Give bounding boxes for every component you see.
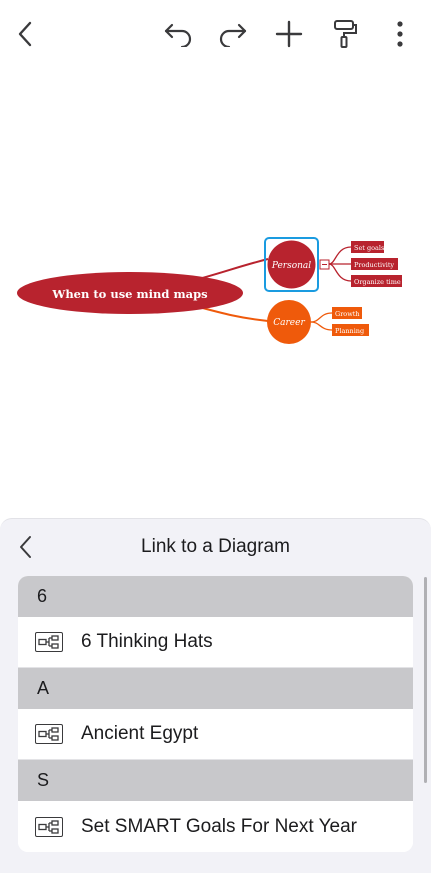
selection-frame <box>264 237 319 292</box>
undo-icon <box>164 23 192 47</box>
chevron-left-icon <box>18 21 32 47</box>
central-topic[interactable] <box>17 272 243 314</box>
sheet-header: Link to a Diagram <box>0 519 431 575</box>
list-item-set-smart-goals[interactable]: Set SMART Goals For Next Year <box>18 801 413 852</box>
paint-roller-icon <box>334 20 357 48</box>
mindmap-diagram-icon <box>35 632 63 652</box>
connector-set-goals <box>328 246 352 265</box>
section-header-a: A <box>18 668 413 709</box>
more-button[interactable] <box>380 14 420 54</box>
subtopic-planning-label: Planning <box>335 327 364 335</box>
list-item-6-thinking-hats[interactable]: 6 Thinking Hats <box>18 617 413 668</box>
subtopic-growth[interactable] <box>332 307 362 319</box>
branch-personal-label: Personal <box>271 261 311 271</box>
mindmap-diagram-icon <box>35 816 63 837</box>
subtopic-productivity[interactable] <box>351 258 398 270</box>
branch-career-label: Career <box>273 318 305 328</box>
sheet-back-button[interactable] <box>10 531 42 563</box>
connector-organize-time <box>328 263 352 282</box>
connector-growth <box>310 312 333 323</box>
add-button[interactable] <box>269 14 309 54</box>
more-vertical-icon <box>397 21 403 47</box>
section-header-6: 6 <box>18 576 413 617</box>
chevron-left-icon <box>20 536 31 558</box>
subtopic-set-goals-label: Set goals <box>354 244 384 252</box>
undo-button[interactable] <box>158 14 198 54</box>
scrollbar[interactable] <box>424 577 427 783</box>
list-item-label: 6 Thinking Hats <box>81 631 213 652</box>
link-diagram-sheet: Link to a Diagram 6 6 Thinking Hats A An… <box>0 518 431 873</box>
list-item-label: Ancient Egypt <box>81 723 199 744</box>
central-topic-label: When to use mind maps <box>51 287 207 301</box>
subtopic-organize-time-label: Organize time <box>354 278 401 286</box>
redo-icon <box>219 23 247 47</box>
redo-button[interactable] <box>213 14 253 54</box>
subtopic-organize-time[interactable] <box>351 275 402 287</box>
branch-career[interactable] <box>267 300 311 344</box>
list-item-ancient-egypt[interactable]: Ancient Egypt <box>18 709 413 760</box>
mindmap-diagram-icon <box>35 724 63 744</box>
format-painter-button[interactable] <box>325 14 365 54</box>
mindmap-diagram: When to use mind maps Personal Set goals… <box>17 237 402 344</box>
back-button[interactable] <box>6 14 46 54</box>
branch-personal[interactable] <box>267 240 316 289</box>
connector-planning <box>310 321 333 331</box>
top-toolbar <box>0 0 431 70</box>
section-header-s: S <box>18 760 413 801</box>
subtopic-productivity-label: Productivity <box>354 261 394 269</box>
plus-icon <box>275 20 303 48</box>
mindmap-canvas[interactable]: When to use mind maps Personal Set goals… <box>0 70 431 518</box>
subtopic-growth-label: Growth <box>335 310 360 318</box>
sheet-title: Link to a Diagram <box>141 536 290 557</box>
subtopic-set-goals[interactable] <box>351 241 384 253</box>
list-item-label: Set SMART Goals For Next Year <box>81 815 357 837</box>
diagram-list: 6 6 Thinking Hats A Ancient Egypt S Set … <box>18 576 413 852</box>
connector-personal <box>194 258 269 281</box>
subtopic-planning[interactable] <box>332 324 369 336</box>
